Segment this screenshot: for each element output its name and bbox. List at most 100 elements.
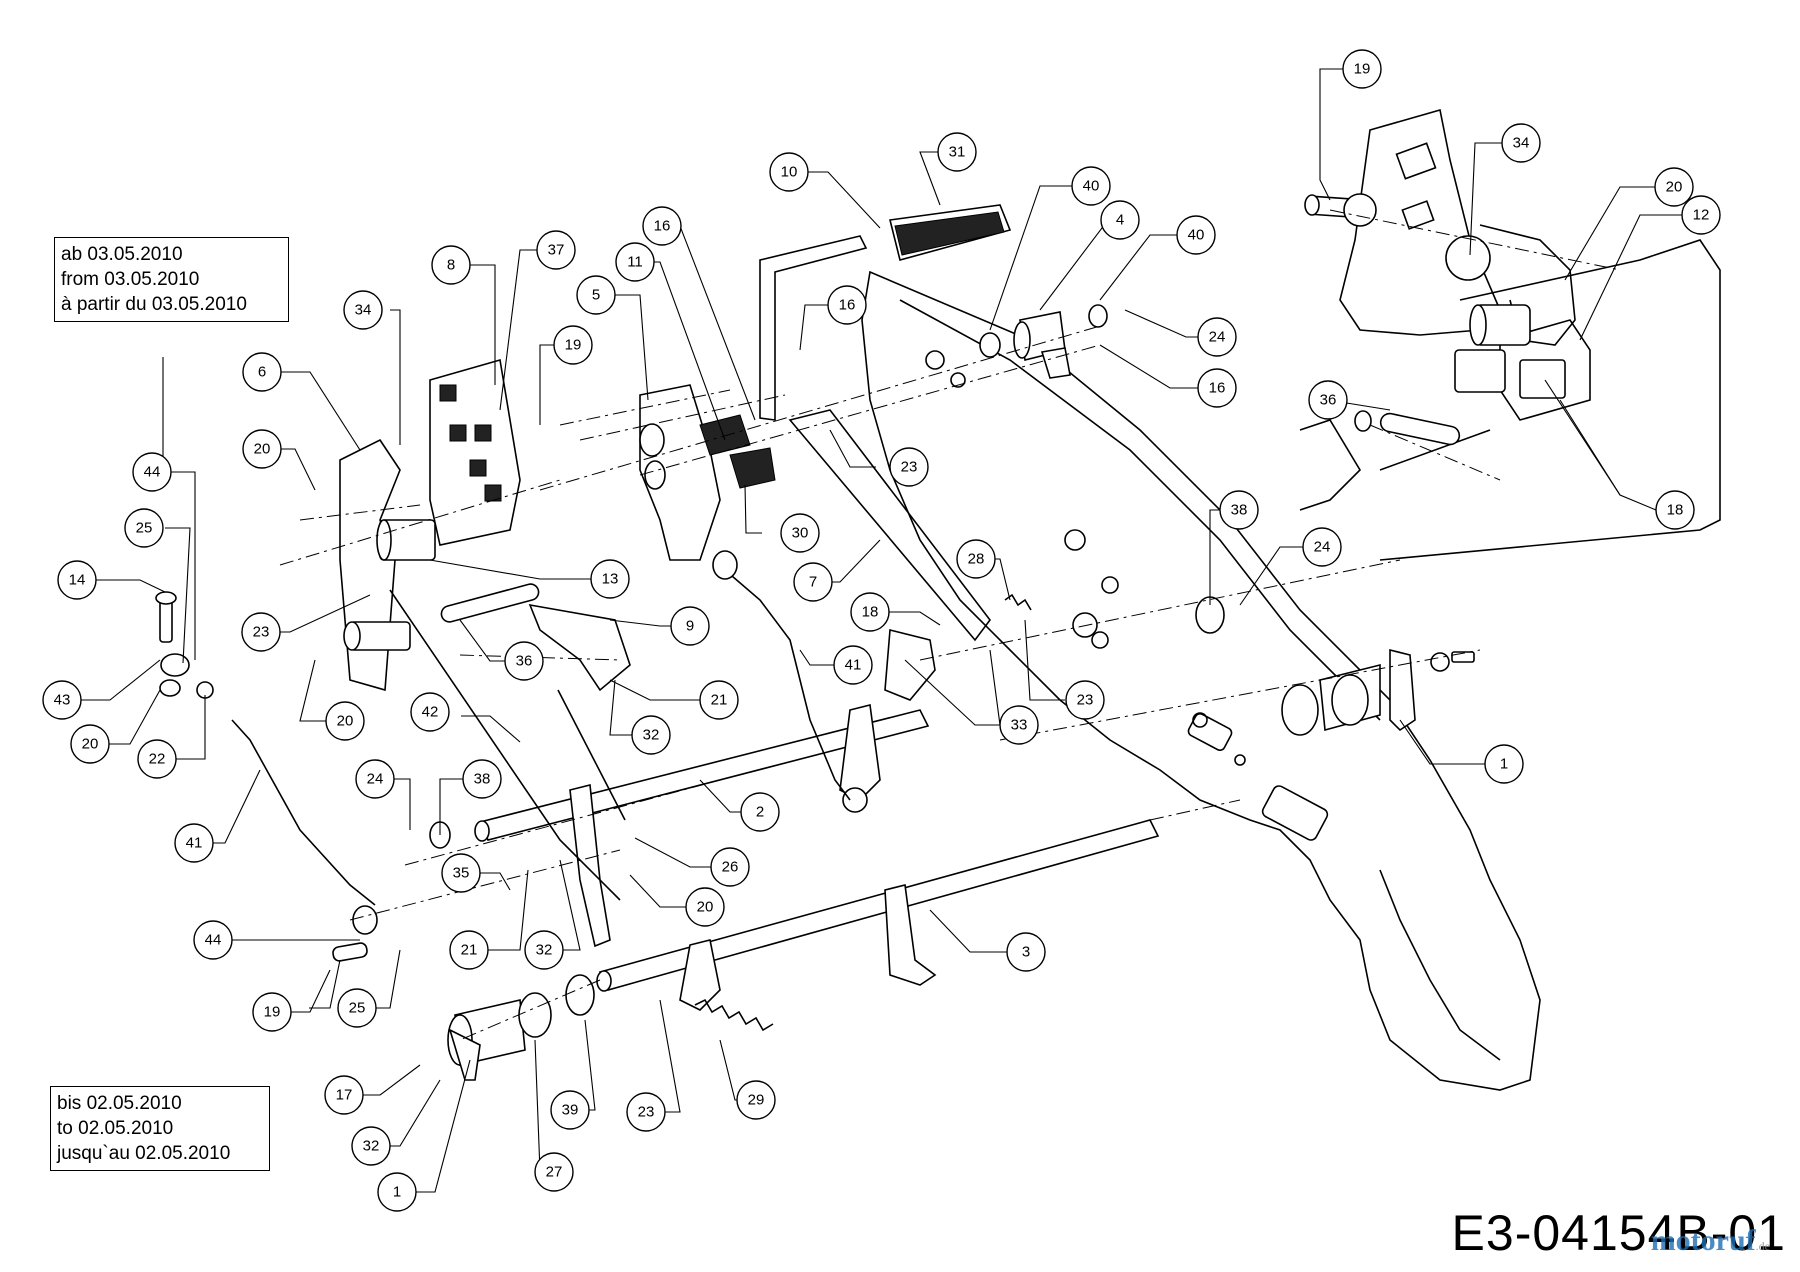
callout-18: 18	[850, 592, 890, 632]
callout-30: 30	[780, 513, 820, 553]
callout-19-b: 19	[252, 992, 292, 1032]
svg-text:25: 25	[136, 520, 153, 537]
svg-text:21: 21	[711, 692, 728, 709]
callout-21-b: 21	[449, 930, 489, 970]
callout-16-b: 16	[827, 285, 867, 325]
callout-41-b: 41	[174, 823, 214, 863]
svg-text:10: 10	[781, 164, 798, 181]
callout-16-c: 16	[642, 206, 682, 246]
svg-text:17: 17	[336, 1087, 353, 1104]
callout-28: 28	[956, 539, 996, 579]
callout-34: 34	[343, 290, 383, 330]
callout-19: 19	[553, 325, 593, 365]
callout-32-b: 32	[524, 930, 564, 970]
note-from-en: from 03.05.2010	[61, 269, 200, 290]
callout-25-b: 25	[337, 988, 377, 1028]
svg-text:26: 26	[722, 859, 739, 876]
svg-text:8: 8	[447, 257, 455, 274]
rods	[155, 550, 851, 962]
svg-text:41: 41	[845, 657, 862, 674]
callout-24-c: 24	[355, 759, 395, 799]
callout-41-a: 41	[833, 645, 873, 685]
svg-text:19: 19	[1354, 61, 1371, 78]
callout-27: 27	[534, 1152, 574, 1192]
svg-text:1: 1	[393, 1184, 401, 1201]
svg-text:20: 20	[1666, 179, 1683, 196]
callout-1-b: 1	[377, 1172, 417, 1212]
callout-14: 14	[57, 560, 97, 600]
svg-text:12: 12	[1693, 207, 1710, 224]
svg-text:33: 33	[1011, 717, 1028, 734]
svg-text:36: 36	[1320, 392, 1337, 409]
svg-text:21: 21	[461, 942, 478, 959]
svg-text:37: 37	[548, 242, 565, 259]
svg-text:25: 25	[349, 1000, 366, 1017]
svg-text:4: 4	[1116, 212, 1124, 229]
svg-text:14: 14	[69, 572, 86, 589]
svg-text:23: 23	[1077, 692, 1094, 709]
callout-42: 42	[410, 692, 450, 732]
center-lines	[279, 325, 1481, 1041]
pedal-assembly	[339, 204, 1012, 701]
callout-40-a: 40	[1071, 166, 1111, 206]
callout-23-a: 23	[889, 447, 929, 487]
svg-text:35: 35	[453, 865, 470, 882]
svg-text:20: 20	[254, 441, 271, 458]
callout-2: 2	[740, 792, 780, 832]
callout-20-d: 20	[685, 887, 725, 927]
callout-21-a: 21	[699, 680, 739, 720]
callout-36-inset: 36	[1308, 380, 1348, 420]
callout-44-a: 44	[132, 452, 172, 492]
callouts: 19 34 20 12 36 18 31 10 40 4 40 24 16 16…	[42, 49, 1721, 1212]
svg-text:19: 19	[264, 1004, 281, 1021]
callout-25-a: 25	[124, 508, 164, 548]
callout-40-b: 40	[1176, 215, 1216, 255]
svg-text:29: 29	[748, 1092, 765, 1109]
callout-8: 8	[431, 245, 471, 285]
note-until-de: bis 02.05.2010	[57, 1093, 182, 1114]
note-from-fr: à partir du 03.05.2010	[61, 294, 247, 315]
callout-20-c: 20	[70, 724, 110, 764]
callout-11: 11	[615, 242, 655, 282]
note-from-date: ab 03.05.2010 from 03.05.2010 à partir d…	[54, 237, 289, 322]
svg-text:39: 39	[562, 1102, 579, 1119]
svg-text:6: 6	[258, 364, 266, 381]
svg-text:13: 13	[602, 571, 619, 588]
callout-18-inset: 18	[1655, 490, 1695, 530]
callout-35: 35	[441, 853, 481, 893]
watermark-tld: .de	[1755, 1239, 1770, 1253]
svg-text:23: 23	[253, 624, 270, 641]
inset-detail	[1299, 108, 1721, 561]
callout-12-inset: 12	[1681, 195, 1721, 235]
svg-text:24: 24	[367, 771, 384, 788]
callout-5: 5	[576, 275, 616, 315]
svg-text:41: 41	[186, 835, 203, 852]
svg-text:9: 9	[686, 618, 694, 635]
callout-23-c: 23	[241, 612, 281, 652]
callout-26: 26	[710, 847, 750, 887]
callout-29: 29	[736, 1080, 776, 1120]
callout-44-b: 44	[193, 920, 233, 960]
callout-34-inset: 34	[1501, 123, 1541, 163]
callout-20-inset: 20	[1654, 167, 1694, 207]
callout-13: 13	[590, 559, 630, 599]
callout-23-d: 23	[626, 1092, 666, 1132]
svg-text:7: 7	[809, 574, 817, 591]
svg-text:18: 18	[862, 604, 879, 621]
svg-text:31: 31	[949, 144, 966, 161]
callout-37: 37	[536, 230, 576, 270]
svg-text:38: 38	[1231, 502, 1248, 519]
callout-7: 7	[793, 562, 833, 602]
svg-text:38: 38	[474, 771, 491, 788]
svg-text:19: 19	[565, 337, 582, 354]
svg-text:40: 40	[1188, 227, 1205, 244]
svg-text:16: 16	[654, 218, 671, 235]
svg-text:34: 34	[1513, 135, 1530, 152]
callout-32-c: 32	[351, 1126, 391, 1166]
callout-17: 17	[324, 1075, 364, 1115]
svg-text:23: 23	[901, 459, 918, 476]
svg-text:44: 44	[205, 932, 222, 949]
svg-text:23: 23	[638, 1104, 655, 1121]
callout-9: 9	[670, 606, 710, 646]
